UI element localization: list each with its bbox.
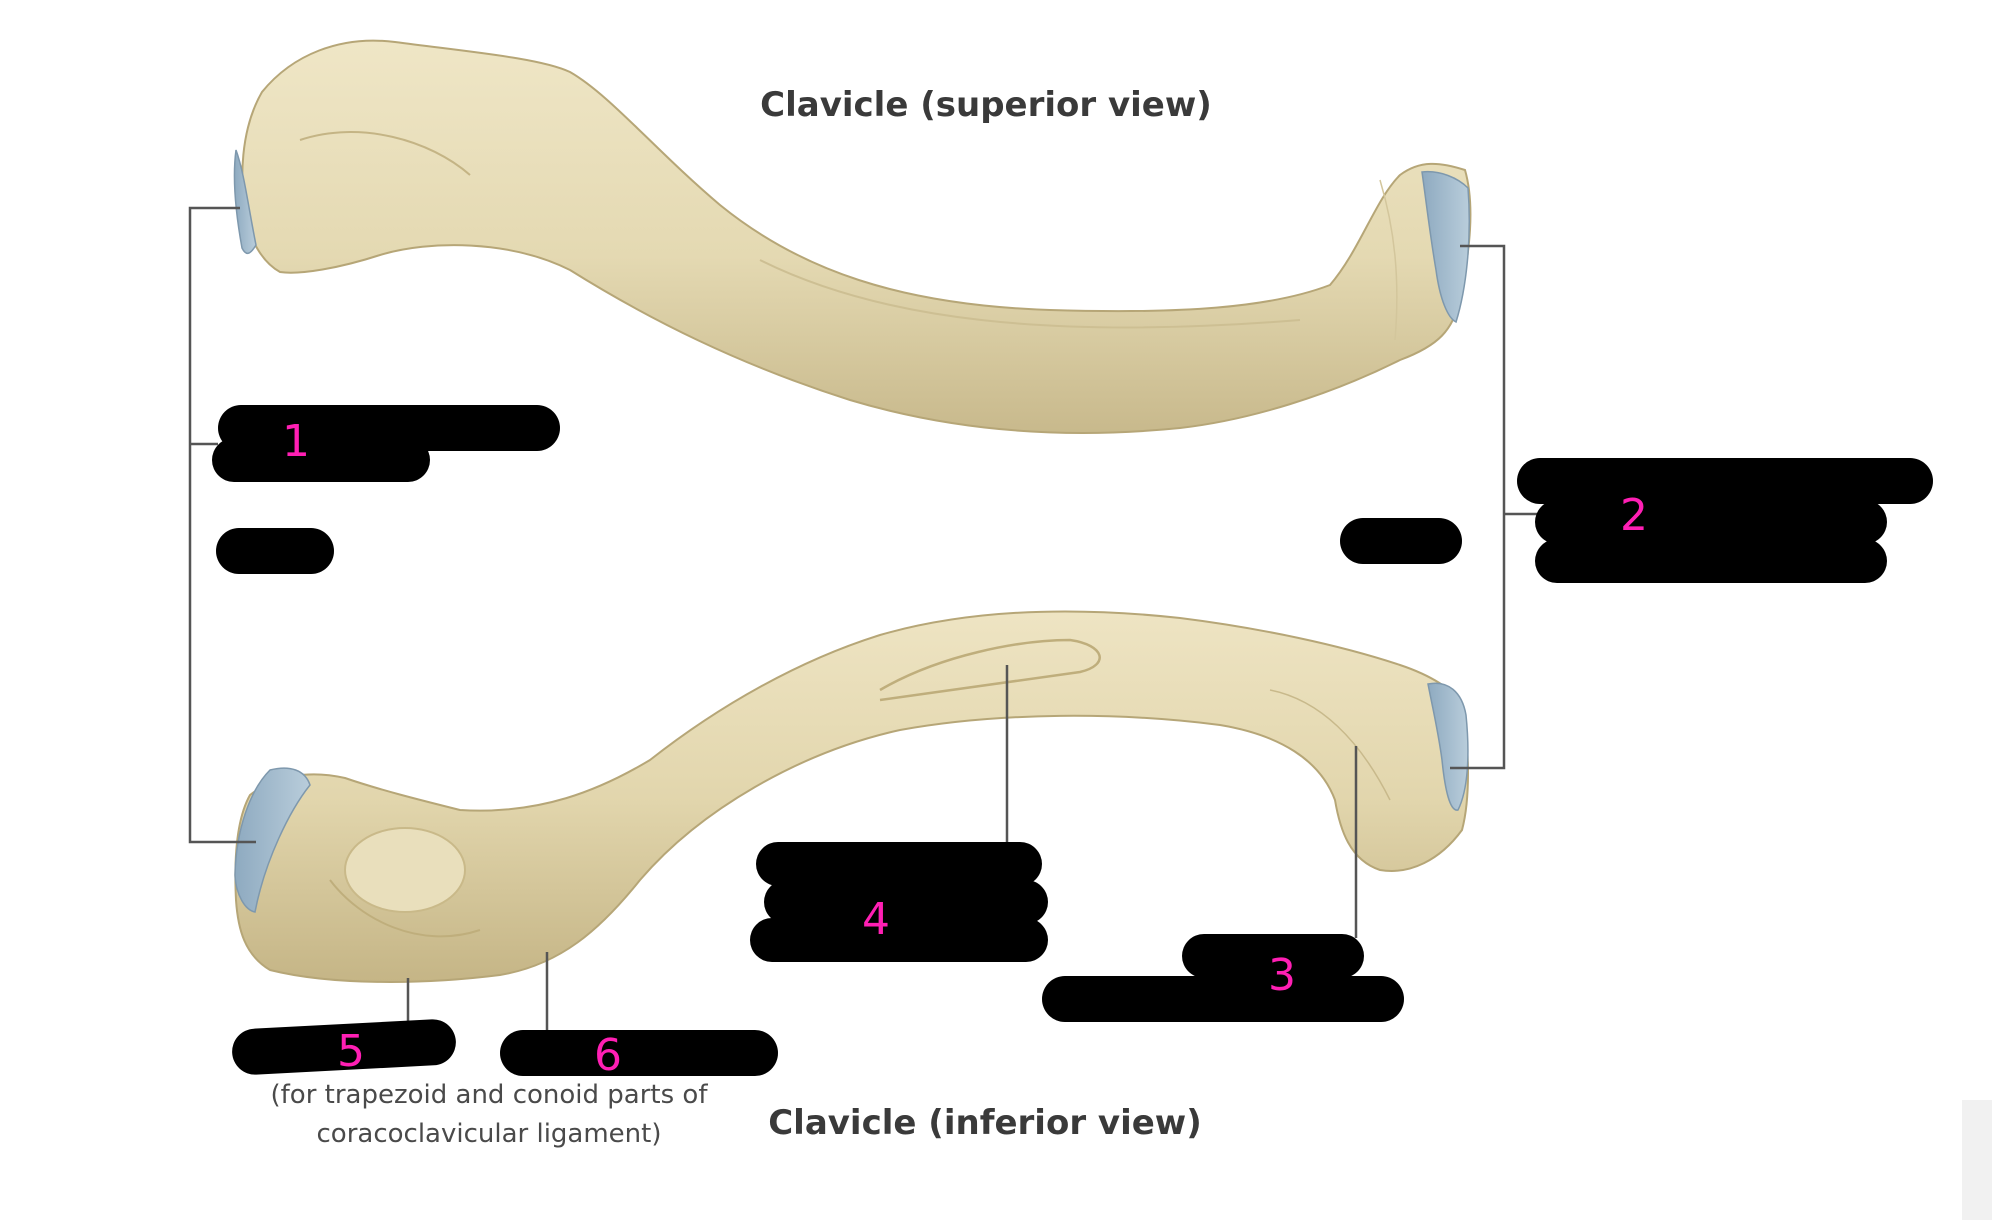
- redaction-bars: [212, 405, 1933, 1076]
- marker-1: 1: [282, 416, 310, 467]
- redaction-6: [500, 1030, 778, 1076]
- right-bracket: [1450, 244, 1506, 770]
- conoid-trapezoid-area: [344, 827, 466, 913]
- number-markers: 1 2 3 4 5 6: [282, 416, 1648, 1081]
- left-bracket: [188, 206, 256, 844]
- redaction-3a: [1182, 934, 1364, 978]
- acromial-facet-inferior: [1427, 682, 1469, 811]
- marker-5: 5: [337, 1026, 365, 1077]
- redaction-1c: [216, 528, 334, 574]
- redaction-2d: [1340, 518, 1462, 564]
- acromial-facet-superior: [1421, 170, 1470, 324]
- caption-line-2: coracoclavicular ligament): [317, 1119, 662, 1149]
- redaction-1b: [212, 438, 430, 482]
- marker-2: 2: [1620, 490, 1648, 541]
- clavicle-inferior-body: [234, 610, 1469, 983]
- right-edge-shade: [1962, 1100, 1992, 1220]
- marker-3: 3: [1268, 950, 1296, 1001]
- caption-line-1: (for trapezoid and conoid parts of: [271, 1080, 709, 1110]
- title-superior-view: Clavicle (superior view): [760, 85, 1212, 125]
- redaction-3b: [1042, 976, 1404, 1022]
- clavicle-inferior-view: [234, 610, 1469, 983]
- marker-4: 4: [862, 894, 890, 945]
- redaction-2c: [1535, 539, 1887, 583]
- redaction-2b: [1535, 500, 1887, 544]
- subclavian-groove: [879, 638, 1101, 702]
- redaction-4b: [764, 880, 1048, 924]
- title-inferior-view: Clavicle (inferior view): [768, 1103, 1202, 1143]
- redaction-5: [232, 1019, 456, 1075]
- marker-6: 6: [594, 1030, 622, 1081]
- redaction-4a: [756, 842, 1042, 886]
- clavicle-superior-view: [233, 39, 1472, 434]
- leader-lines: [188, 206, 1540, 1032]
- redaction-4c: [750, 918, 1048, 962]
- sternal-facet-superior: [233, 149, 257, 254]
- sternal-facet-inferior: [234, 767, 311, 913]
- redaction-2a: [1517, 458, 1933, 504]
